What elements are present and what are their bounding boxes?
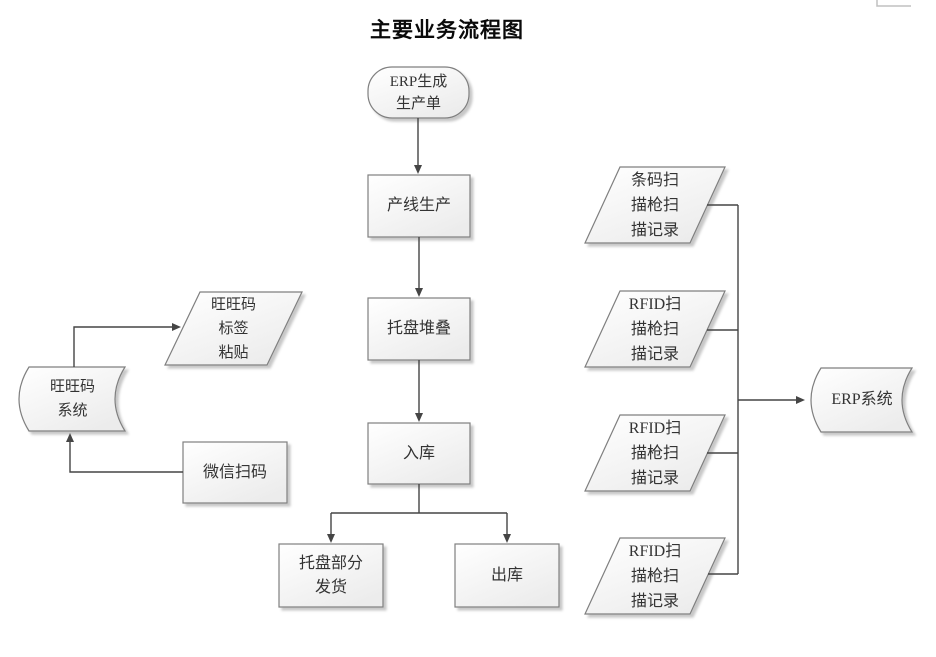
node-rfid-scan-record-2-shape: [584, 414, 726, 492]
page-border-artifact: [876, 0, 911, 7]
node-pallet-stack-shape: [367, 297, 471, 361]
node-pallet-partial-ship-shape: [278, 543, 384, 608]
connector-wechat-scan-to-wangwang-system: [66, 433, 183, 473]
node-start-shape: [367, 66, 470, 119]
node-wangwang-system-shape: [18, 366, 127, 432]
node-production-shape: [367, 174, 471, 238]
node-wechat-scan-shape: [182, 441, 288, 504]
node-inbound-shape: [367, 422, 471, 485]
node-rfid-scan-record-3-shape: [584, 537, 726, 615]
node-erp-system-shape: [810, 367, 914, 433]
node-outbound-shape: [454, 543, 560, 608]
diagram-title: 主要业务流程图: [370, 19, 524, 42]
node-barcode-scan-record-shape: [584, 166, 726, 244]
connector-inbound-branch: [331, 484, 507, 514]
node-wangwang-label-paste-shape: [164, 291, 303, 366]
node-rfid-scan-record-1-shape: [584, 290, 726, 368]
connector-wangwang-system-to-label-paste: [73, 323, 181, 367]
